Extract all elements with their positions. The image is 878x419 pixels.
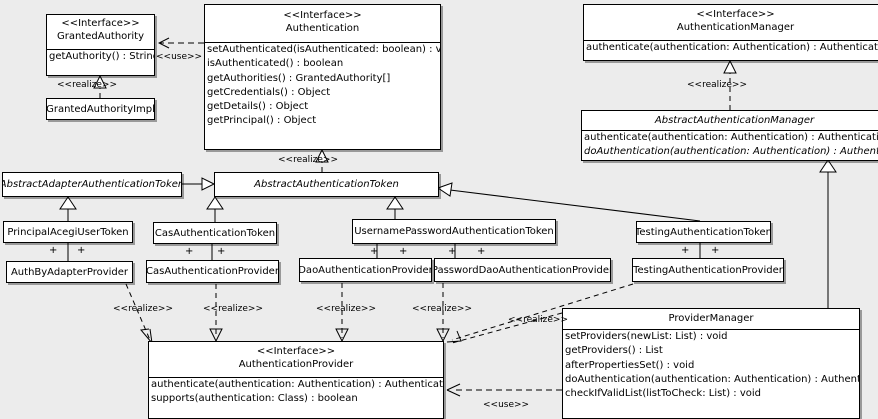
association-plus: +	[711, 245, 720, 256]
class-box-abstract-authentication-manager[interactable]: AbstractAuthenticationManager authentica…	[581, 110, 878, 161]
class-box-granted-authority[interactable]: <<Interface>> GrantedAuthority getAuthor…	[46, 14, 155, 76]
class-name: AuthenticationProvider	[238, 359, 354, 370]
class-name: AuthenticationManager	[676, 22, 795, 33]
class-box-username-password-authentication-token[interactable]: UsernamePasswordAuthenticationToken	[352, 219, 556, 244]
class-name: ProviderManager	[668, 313, 754, 324]
class-member: doAuthentication(authentication: Authent…	[565, 373, 860, 385]
edge-label-use-provider-manager-authentication-provider: <<use>>	[483, 400, 530, 410]
class-member: getAuthority() : String	[49, 51, 155, 62]
class-header-authentication-provider: <<Interface>> AuthenticationProvider	[149, 342, 443, 378]
class-stereotype: <<Interface>>	[256, 346, 336, 357]
class-box-password-dao-authentication-provider[interactable]: PasswordDaoAuthenticationProvider	[434, 258, 611, 282]
class-stereotype: <<Interface>>	[696, 9, 775, 20]
class-member: getPrincipal() : Object	[207, 115, 317, 127]
association-plus: +	[681, 245, 690, 256]
association-plus: +	[77, 245, 86, 256]
class-box-authentication-provider[interactable]: <<Interface>> AuthenticationProvider aut…	[148, 341, 444, 419]
class-name: CasAuthenticationProvider	[146, 266, 279, 277]
class-box-cas-authentication-provider[interactable]: CasAuthenticationProvider	[146, 260, 279, 283]
edge-label-use-authentication-granted-authority: <<use>>	[156, 52, 203, 62]
class-box-abstract-authentication-token[interactable]: AbstractAuthenticationToken	[214, 172, 439, 197]
edge-label-realize-abstract-authentication-token: <<realize>>	[278, 155, 338, 165]
class-header-abstract-authentication-manager: AbstractAuthenticationManager	[582, 111, 878, 131]
edge-label-realize-dao-authentication-provider: <<realize>>	[316, 304, 376, 314]
class-member: afterPropertiesSet() : void	[565, 359, 695, 371]
association-plus: +	[399, 246, 408, 257]
class-header-authentication: <<Interface>> Authentication	[205, 5, 440, 43]
class-name: AuthByAdapterProvider	[10, 266, 129, 278]
class-member: getAuthorities() : GrantedAuthority[]	[207, 72, 391, 84]
association-plus: +	[217, 246, 226, 257]
class-stereotype: <<Interface>>	[283, 10, 362, 21]
association-plus: +	[185, 246, 194, 257]
class-members-authentication-provider: authenticate(authentication: Authenticat…	[149, 378, 443, 407]
class-name: TestingAuthenticationToken	[636, 226, 771, 238]
edge-label-realize-provider-manager: <<realize>>	[508, 315, 568, 325]
association-plus: +	[49, 245, 58, 256]
edge-label-realize-password-dao-authentication-provider: <<realize>>	[412, 304, 472, 314]
class-members-abstract-authentication-manager: authenticate(authentication: Authenticat…	[582, 131, 878, 160]
edge-label-realize-cas-authentication-provider: <<realize>>	[203, 304, 263, 314]
class-stereotype: <<Interface>>	[61, 18, 140, 29]
class-member: isAuthenticated() : boolean	[207, 58, 344, 70]
class-member: doAuthentication(authentication: Authent…	[584, 146, 878, 158]
class-name: CasAuthenticationToken	[154, 227, 276, 239]
class-box-testing-authentication-provider[interactable]: TestingAuthenticationProvider	[632, 258, 784, 282]
edge-label-realize-abstract-authentication-manager: <<realize>>	[687, 80, 747, 90]
class-box-authentication-manager[interactable]: <<Interface>> AuthenticationManager auth…	[583, 4, 878, 61]
edge-label-realize-granted-authority-impl: <<realize>>	[57, 80, 117, 90]
class-name: AbstractAuthenticationToken	[254, 179, 399, 190]
class-name: AbstractAdapterAuthenticationToken	[2, 179, 182, 190]
association-plus: +	[448, 246, 457, 257]
class-box-testing-authentication-token[interactable]: TestingAuthenticationToken	[636, 221, 771, 243]
class-member: checkIfValidList(listToCheck: List) : vo…	[565, 388, 762, 400]
class-members-authentication: setAuthenticated(isAuthenticated: boolea…	[205, 43, 440, 129]
class-name: AbstractAuthenticationManager	[654, 115, 815, 126]
class-member: setAuthenticated(isAuthenticated: boolea…	[207, 44, 441, 55]
class-name: Authentication	[285, 23, 360, 34]
class-header-granted-authority: <<Interface>> GrantedAuthority	[47, 15, 154, 50]
class-member: getCredentials() : Object	[207, 86, 331, 98]
class-box-cas-authentication-token[interactable]: CasAuthenticationToken	[153, 222, 277, 244]
class-box-principal-acegi-user-token[interactable]: PrincipalAcegiUserToken	[3, 221, 133, 243]
class-box-granted-authority-impl[interactable]: GrantedAuthorityImpl	[46, 98, 155, 120]
class-box-provider-manager[interactable]: ProviderManager setProviders(newList: Li…	[562, 308, 860, 419]
class-member: setProviders(newList: List) : void	[565, 331, 728, 342]
class-member: getProviders() : List	[565, 345, 663, 357]
class-name: GrantedAuthorityImpl	[46, 103, 155, 115]
class-name: UsernamePasswordAuthenticationToken	[354, 226, 554, 237]
class-members-authentication-manager: authenticate(authentication: Authenticat…	[584, 41, 878, 55]
class-name: PrincipalAcegiUserToken	[7, 226, 129, 238]
class-box-authentication[interactable]: <<Interface>> Authentication setAuthenti…	[204, 4, 441, 150]
class-name: GrantedAuthority	[56, 31, 145, 42]
class-member: authenticate(authentication: Authenticat…	[151, 379, 444, 390]
class-member: getDetails() : Object	[207, 101, 309, 113]
class-name: TestingAuthenticationProvider	[633, 264, 783, 276]
class-box-abstract-adapter-authentication-token[interactable]: AbstractAdapterAuthenticationToken	[2, 172, 182, 197]
class-name: PasswordDaoAuthenticationProvider	[434, 264, 611, 276]
class-member: authenticate(authentication: Authenticat…	[584, 132, 878, 143]
class-header-authentication-manager: <<Interface>> AuthenticationManager	[584, 5, 878, 41]
class-member: supports(authentication: Class) : boolea…	[151, 393, 358, 405]
class-members-granted-authority: getAuthority() : String	[47, 50, 154, 64]
class-members-provider-manager: setProviders(newList: List) : void getPr…	[563, 330, 859, 401]
association-plus: +	[477, 246, 486, 257]
class-name: DaoAuthenticationProvider	[299, 264, 432, 276]
association-plus: +	[370, 246, 379, 257]
class-box-auth-by-adapter-provider[interactable]: AuthByAdapterProvider	[6, 261, 133, 283]
class-member: authenticate(authentication: Authenticat…	[586, 42, 878, 53]
edge-label-realize-auth-by-adapter-provider: <<realize>>	[113, 304, 173, 314]
class-header-provider-manager: ProviderManager	[563, 309, 859, 330]
class-box-dao-authentication-provider[interactable]: DaoAuthenticationProvider	[299, 258, 432, 282]
